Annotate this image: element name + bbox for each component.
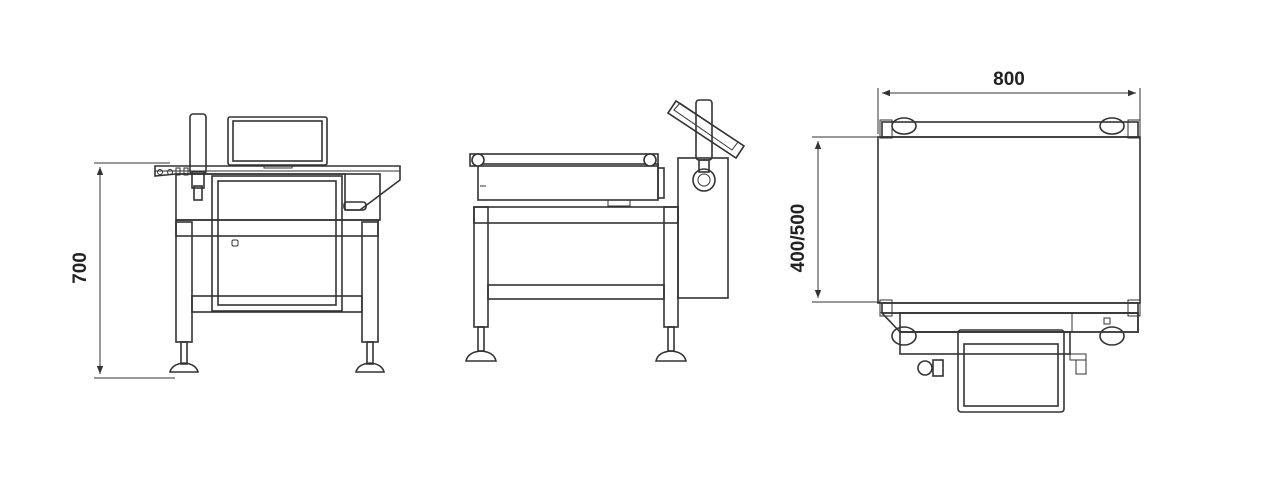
top-view: 800 400/500 (788, 69, 1141, 413)
height-label: 700 (70, 252, 91, 284)
side-view (465, 99, 746, 362)
length-dimension: 800 (877, 69, 1141, 134)
length-label: 800 (993, 69, 1025, 90)
width-dimension: 400/500 (788, 136, 880, 303)
height-dimension: 700 (70, 162, 175, 379)
front-view: 700 (70, 113, 401, 379)
width-label: 400/500 (788, 204, 809, 273)
